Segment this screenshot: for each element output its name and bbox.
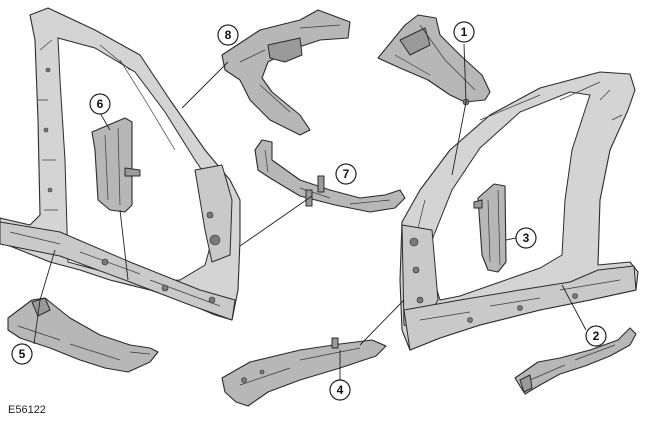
callout-5-label: 5: [19, 347, 26, 361]
callout-4: 4: [329, 379, 351, 401]
leader-6: [99, 112, 111, 131]
part-1-a-pillar-upper-inner: [377, 14, 491, 106]
part-2-sill-reinforcement-right: [514, 327, 637, 395]
leader-5b: [39, 249, 56, 301]
callout-2-label: 2: [593, 329, 600, 343]
leader-8: [181, 61, 229, 109]
callout-1-label: 1: [461, 25, 468, 39]
callout-1: 1: [453, 21, 475, 43]
callout-8-label: 8: [225, 28, 232, 42]
leader-6b: [119, 209, 129, 281]
leader-1: [463, 43, 467, 103]
callout-3: 3: [515, 227, 537, 249]
part-8-a-pillar-upper-reinforcement: [221, 9, 351, 136]
leader-5: [33, 299, 41, 345]
leader-4b: [359, 299, 405, 346]
callout-8: 8: [217, 24, 239, 46]
callout-6: 6: [89, 93, 111, 115]
part-6-b-pillar-reinforcement-left: [91, 117, 141, 213]
callout-5: 5: [11, 343, 33, 365]
right-body-side-frame: [399, 71, 639, 351]
part-4-sill-reinforcement-center: [221, 337, 387, 407]
callout-7: 7: [335, 163, 357, 185]
callout-7-label: 7: [343, 167, 350, 181]
callout-6-label: 6: [97, 97, 104, 111]
part-3-b-pillar-reinforcement-right: [473, 183, 507, 273]
leader-lines: [33, 43, 587, 388]
leader-2: [561, 284, 587, 331]
figure-reference-code: E56122: [8, 404, 46, 416]
callout-4-label: 4: [337, 383, 344, 397]
part-7-cowl-side-member: [254, 139, 406, 213]
leader-3: [505, 237, 517, 241]
leader-1b: [451, 101, 467, 176]
callout-2: 2: [585, 325, 607, 347]
part-5-sill-reinforcement-left: [7, 297, 159, 373]
callout-3-label: 3: [523, 231, 530, 245]
leader-7: [239, 195, 313, 247]
